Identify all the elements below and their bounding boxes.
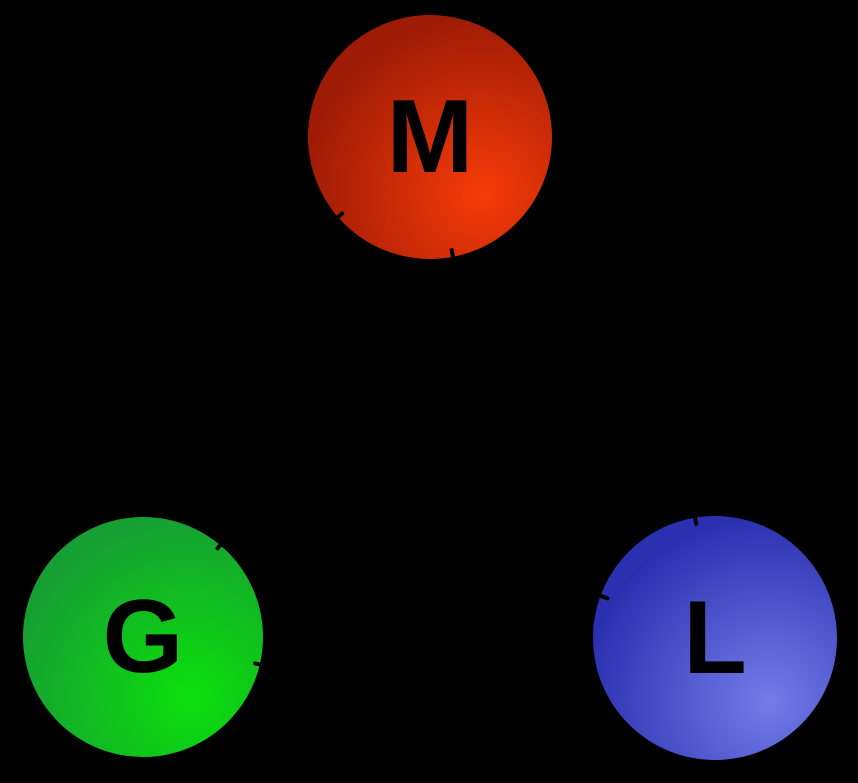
node-g: G <box>23 517 263 757</box>
node-m: M <box>308 15 552 259</box>
node-l-label: L <box>683 580 747 696</box>
node-m-label: M <box>386 79 474 195</box>
node-l: L <box>593 516 837 760</box>
node-g-label: G <box>102 579 184 695</box>
